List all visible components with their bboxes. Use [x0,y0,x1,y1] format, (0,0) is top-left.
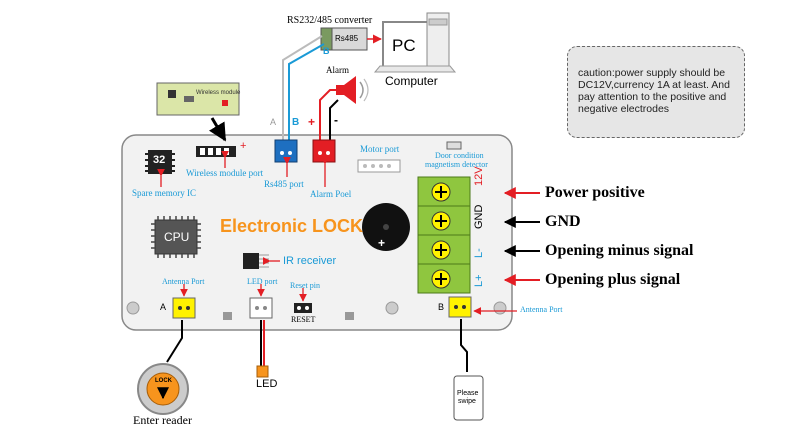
cpu-label: CPU [164,230,190,244]
plus-wire-label: + [308,115,316,129]
rs485-port [274,139,298,163]
led-label: LED [256,378,278,390]
ir-receiver-sensor [243,253,259,269]
motor-port-label: Motor port [360,144,400,154]
magnetism-detector-label: magnetism detector [425,160,488,169]
antenna-port-left-label: Antenna Port [162,277,205,286]
signal-gnd: GND [545,213,581,230]
antenna-port-right-label: Antenna Port [520,305,563,314]
led-port [249,297,273,319]
signal-opening-plus: Opening plus signal [545,271,681,288]
caution-note: caution:power supply should be DC12V,cur… [567,46,745,138]
converter-label: RS232/485 converter [287,15,373,26]
reset-label: RESET [291,315,316,324]
terminal-lminus-label: L- [473,248,485,258]
buzzer-plus: + [378,236,386,250]
wireless-module-chip [156,82,240,116]
antenna-port-right [448,296,472,318]
mount-hole [126,301,140,315]
board-title: Electronic LOCK [220,216,364,236]
ic-number: 32 [153,154,166,166]
door-condition-label: Door condition [435,151,484,160]
signal-opening-minus: Opening minus signal [545,242,694,259]
swipe-card-device [453,375,484,421]
wire-a-label: A [270,117,277,127]
alarm-wire-black [329,99,339,140]
lock-button-label: LOCK [155,378,172,384]
spare-memory-label: Spare memory IC [132,188,196,198]
terminal-gnd-label: GND [473,204,485,229]
wire-b-label: B [292,117,300,128]
minus-wire-label: - [334,113,338,127]
reset-pin [294,303,312,313]
pin-a-label: A [160,302,167,312]
mount-hole [493,301,507,315]
led-port-label: LED port [247,277,278,286]
wire-b-top-label: B [323,46,330,56]
wireless-chip-label: Wireless module [196,90,241,96]
alarm-label: Alarm [326,65,349,75]
enter-reader-label: Enter reader [133,413,192,427]
please-swipe-line1: Please [457,390,479,397]
alarm-poel-label: Alarm Poel [310,189,352,199]
controller-board [121,134,513,331]
led-device [256,365,269,378]
antenna-port-left [172,297,196,319]
rs485-port-label: Rs485 port [264,179,304,189]
ir-receiver-label: IR receiver [283,255,337,267]
wire-a [282,35,323,140]
reader-cable [166,320,183,363]
alarm-speaker-icon [336,76,356,104]
converter-plug [320,27,333,51]
alarm-wire-red [319,89,336,140]
door-sensor-connector [446,141,462,150]
wireless-port-label: Wireless module port [186,168,264,178]
terminal-12v-label: 12V [473,166,485,186]
please-swipe-line2: swipe [458,398,476,405]
wireless-port-plus: + [240,140,247,152]
mount-hole [385,301,399,315]
wire-b [288,43,325,140]
terminal-lplus-label: L+ [473,274,485,287]
computer-label: Computer [385,74,438,88]
terminal-screws [418,182,470,289]
signal-power-positive: Power positive [545,184,645,201]
alarm-port [312,139,336,163]
rs485-plate-label: Rs485 [335,34,359,43]
reset-pin-label: Reset pin [290,281,320,290]
pc-label: PC [392,36,416,55]
pin-b-label: B [438,302,445,312]
card-cable [460,319,468,372]
